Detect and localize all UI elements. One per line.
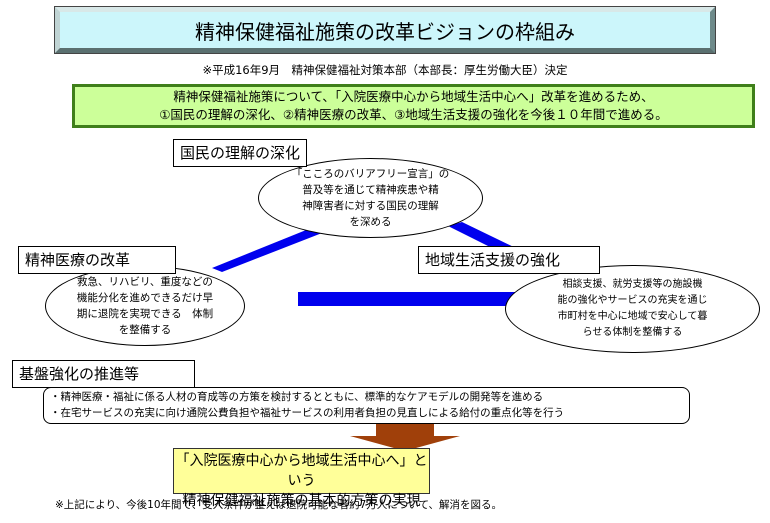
pillar-ellipse-understanding: 「こころのバリアフリー宣言」の普及等を通じて精神疾患や精神障害者に対する国民の理… [258,158,483,238]
ellipse-text: 期に退院を実現できる 体制 [76,308,214,320]
ellipse-text: 「こころのバリアフリー宣言」の [291,168,450,180]
summary-line-1: 精神保健福祉施策について、「入院医療中心から地域生活中心へ」改革を進めるため、 [173,89,654,104]
foundation-item: ・在宅サービスの充実に向け通院公費負担や福祉サービスの利用者負担の見直しによる給… [50,407,565,419]
ellipse-text: を整備する [118,324,172,336]
ellipse-text: らせる体制を整備する [582,327,683,338]
connector-bottom [298,292,520,306]
foundation-box: ・精神医療・福祉に係る人材の育成等の方策を検討するとともに、標準的なケアモデルの… [43,387,690,424]
pillar-label-understanding: 国民の理解の深化 [173,139,308,167]
result-line-2: 精神保健福祉施策の基本的方策の実現 [182,493,421,509]
ellipse-text: 相談支援、就労支援等の施設機 [562,279,703,290]
subtitle: ※平成16年9月 精神保健福祉対策本部（本部長：厚生労働大臣）決定 [202,63,568,77]
foundation-item: ・精神医療・福祉に係る人材の育成等の方策を検討するとともに、標準的なケアモデルの… [50,391,544,403]
page-title: 精神保健福祉施策の改革ビジョンの枠組み [54,6,716,54]
summary-box: 精神保健福祉施策について、「入院医療中心から地域生活中心へ」改革を進めるため、 … [72,84,755,128]
pillar-label-medical: 精神医療の改革 [18,246,176,274]
foundation-label: 基盤強化の推進等 [12,360,195,388]
result-line-1: 「入院医療中心から地域生活中心へ」という [175,453,428,489]
ellipse-text: 普及等を通じて精神疾患や精 [302,184,439,196]
ellipse-text: 能の強化やサービスの充実を通じ [557,295,708,306]
ellipse-text: 機能分化を進めできるだけ早 [76,292,214,304]
pillar-ellipse-community: 相談支援、就労支援等の施設機能の強化やサービスの充実を通じ市町村を中心に地域で安… [505,265,760,353]
pillar-label-community: 地域生活支援の強化 [418,246,600,274]
pillar-ellipse-medical: 救急、リハビリ、重度などの機能分化を進めできるだけ早期に退院を実現できる 体制を… [45,266,245,346]
summary-line-2: ①国民の理解の深化、②精神医療の改革、③地域生活支援の強化を今後１０年間で進める… [159,107,668,122]
ellipse-text: 市町村を中心に地域で安心して暮 [557,311,708,322]
ellipse-text: 神障害者に対する国民の理解 [302,200,439,212]
connector-top-left [212,222,340,272]
ellipse-text: 救急、リハビリ、重度などの [77,276,213,288]
ellipse-text: を深める [349,216,392,228]
down-arrow [350,424,460,451]
footnote: ※上記により、今後10年間で、受入条件が整えば退院可能な者約7万人について、解消… [55,499,502,511]
result-box: 「入院医療中心から地域生活中心へ」という 精神保健福祉施策の基本的方策の実現 [173,448,430,509]
